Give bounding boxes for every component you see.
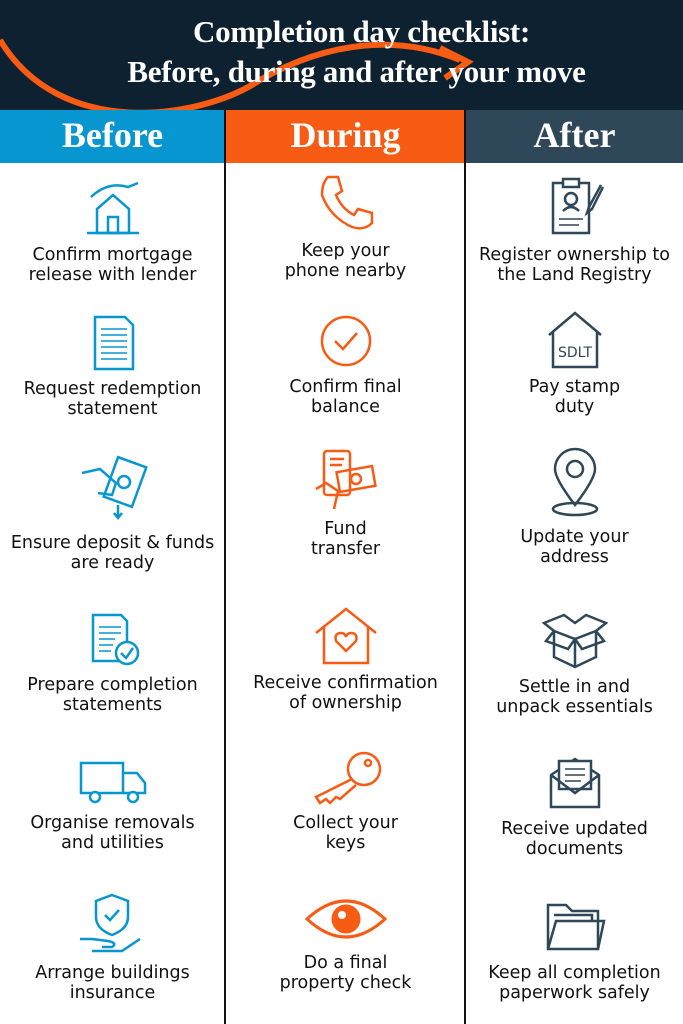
- checklist-item: Register ownership to the Land Registry: [466, 177, 683, 285]
- before-header: Before: [0, 110, 225, 163]
- item-label: Pay stamp duty: [528, 377, 621, 417]
- checklist-item: Receive confirmation of ownership: [226, 605, 465, 713]
- item-label: Register ownership to the Land Registry: [479, 245, 670, 285]
- item-label: Update your address: [520, 527, 629, 567]
- checklist-item: SDLT Pay stamp duty: [466, 311, 683, 417]
- item-label: Collect your keys: [293, 813, 398, 853]
- checklist-item: Fund transfer: [226, 449, 465, 559]
- checklist-item: Arrange buildings insurance: [0, 893, 225, 1003]
- envelope-letter-icon: [549, 757, 600, 809]
- checklist-item: Request redemption statement: [0, 315, 225, 419]
- item-label: Settle in and unpack essentials: [496, 677, 653, 717]
- eye-icon: [304, 899, 387, 939]
- location-pin-icon: [551, 447, 598, 517]
- item-label: Keep your phone nearby: [284, 241, 407, 281]
- checklist-item: Organise removals and utilities: [0, 759, 225, 853]
- house-heart-icon: [314, 607, 377, 665]
- hand-money-icon: [81, 455, 148, 521]
- clipboard-id-icon: [551, 177, 604, 235]
- item-label: Arrange buildings insurance: [35, 963, 190, 1003]
- item-label: Organise removals and utilities: [30, 813, 195, 853]
- sdlt-text: SDLT: [557, 345, 592, 361]
- document-icon: [93, 315, 134, 371]
- shield-hand-icon: [79, 893, 141, 953]
- title-banner: Completion day checklist: Before, during…: [0, 0, 683, 110]
- item-label: Receive updated documents: [501, 819, 648, 859]
- curved-arrow-icon: [0, 38, 474, 110]
- checklist-item: Ensure deposit & funds are ready: [0, 455, 225, 573]
- checklist-item: Settle in and unpack essentials: [466, 611, 683, 717]
- column-divider: [224, 110, 226, 1024]
- checklist-item: Update your address: [466, 445, 683, 567]
- item-label: Prepare completion statements: [27, 675, 198, 715]
- title-line-1: Completion day checklist:: [193, 14, 530, 49]
- truck-icon: [79, 761, 146, 804]
- checklist-item: Confirm mortgage release with lender: [0, 177, 225, 285]
- item-label: Ensure deposit & funds are ready: [10, 533, 215, 573]
- checklist-item: Prepare completion statements: [0, 609, 225, 715]
- item-label: Keep all completion paperwork safely: [488, 963, 661, 1003]
- key-icon: [313, 751, 381, 805]
- phone-icon: [320, 175, 373, 230]
- check-circle-icon: [320, 315, 371, 367]
- checklist-item: Receive updated documents: [466, 753, 683, 859]
- title-line-2: Before, during and after your move: [127, 54, 586, 89]
- folder-icon: [546, 903, 606, 951]
- statements-check-icon: [91, 613, 139, 666]
- before-column: Confirm mortgage release with lender Req…: [0, 163, 225, 1024]
- item-label: Confirm mortgage release with lender: [28, 245, 197, 285]
- column-divider: [464, 110, 466, 1024]
- hand-house-icon: [86, 181, 139, 235]
- during-column: Keep your phone nearby Confirm final bal…: [226, 163, 465, 1024]
- during-header: During: [226, 110, 465, 163]
- item-label: Receive confirmation of ownership: [253, 673, 438, 713]
- after-column: Register ownership to the Land Registry …: [466, 163, 683, 1024]
- after-header: After: [466, 110, 683, 163]
- sdlt-house-icon: SDLT: [547, 311, 602, 369]
- checklist-item: Collect your keys: [226, 749, 465, 853]
- item-label: Request redemption statement: [23, 379, 202, 419]
- item-label: Confirm final balance: [289, 377, 402, 417]
- open-box-icon: [541, 613, 608, 669]
- checklist-item: Do a final property check: [226, 893, 465, 993]
- item-label: Do a final property check: [279, 953, 412, 993]
- checklist-item: Keep all completion paperwork safely: [466, 899, 683, 1003]
- checklist-item: Confirm final balance: [226, 313, 465, 417]
- item-label: Fund transfer: [310, 519, 381, 559]
- checklist-item: Keep your phone nearby: [226, 173, 465, 281]
- mobile-transfer-icon: [314, 449, 377, 510]
